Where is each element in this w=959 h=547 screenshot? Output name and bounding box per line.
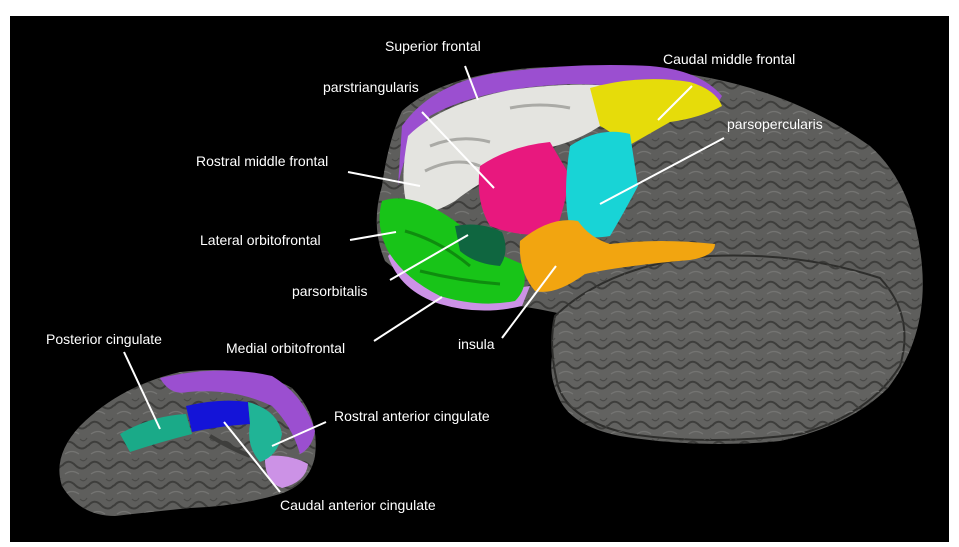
label-caudal-middle-frontal: Caudal middle frontal xyxy=(663,51,795,67)
label-rostral-middle-frontal: Rostral middle frontal xyxy=(196,153,328,169)
leader-medial-orbitofrontal xyxy=(374,297,442,341)
label-medial-orbitofrontal: Medial orbitofrontal xyxy=(226,340,345,356)
label-lateral-orbitofrontal: Lateral orbitofrontal xyxy=(200,232,321,248)
brain-illustration xyxy=(10,16,949,542)
label-parstriangularis: parstriangularis xyxy=(323,79,419,95)
label-insula: insula xyxy=(458,336,495,352)
label-rostral-anterior-cingulate: Rostral anterior cingulate xyxy=(334,408,490,424)
label-caudal-anterior-cingulate: Caudal anterior cingulate xyxy=(280,497,436,513)
label-parsopercularis: parsopercularis xyxy=(727,116,823,132)
label-posterior-cingulate: Posterior cingulate xyxy=(46,331,162,347)
brain-atlas-figure: Superior frontal Caudal middle frontal p… xyxy=(10,16,949,542)
label-superior-frontal: Superior frontal xyxy=(385,38,481,54)
label-parsorbitalis: parsorbitalis xyxy=(292,283,367,299)
